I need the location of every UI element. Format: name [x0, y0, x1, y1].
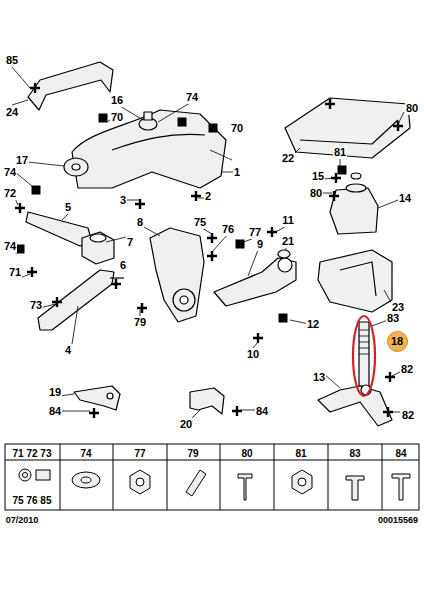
cross-marker	[191, 191, 201, 201]
callout-number: 73	[29, 299, 43, 312]
callout-number: 74	[3, 240, 17, 253]
callout-number: 7	[126, 236, 134, 249]
table-cell: 83	[348, 447, 361, 460]
callout-number: 85	[5, 54, 19, 67]
callout-number: 1	[233, 166, 241, 179]
callout-number: 82	[400, 363, 414, 376]
cross-marker	[27, 267, 37, 277]
callout-number: 20	[179, 418, 193, 431]
square-marker	[338, 166, 347, 175]
table-cell: 81	[294, 447, 307, 460]
callout-number: 79	[133, 316, 147, 329]
callout-number: 11	[281, 214, 295, 227]
cross-marker	[15, 203, 25, 213]
callout-number: 6	[119, 259, 127, 272]
cross-marker	[137, 303, 147, 313]
cross-marker	[393, 121, 403, 131]
callout-number: 9	[256, 238, 264, 251]
table-cell: 80	[240, 447, 253, 460]
table-cell: 74	[79, 447, 92, 460]
callout-number: 74	[185, 91, 199, 104]
table-cell: 75 76 85	[12, 494, 53, 507]
square-marker	[236, 240, 245, 249]
callout-number: 80	[309, 187, 323, 200]
square-marker	[178, 118, 187, 127]
callout-number: 5	[64, 201, 72, 214]
callout-number: 84	[255, 405, 269, 418]
callout-number: 75	[193, 216, 207, 229]
callout-number: 24	[5, 106, 19, 119]
table-cell: 71 72 73	[12, 447, 53, 460]
callout-number: 12	[306, 318, 320, 331]
table-cell: 79	[186, 447, 199, 460]
table-cell: 84	[394, 447, 407, 460]
square-marker	[32, 186, 41, 195]
callout-number: 70	[230, 122, 244, 135]
cross-marker	[207, 233, 217, 243]
cross-marker	[385, 372, 395, 382]
callout-number: 70	[110, 111, 124, 124]
callout-number: 76	[221, 223, 235, 236]
callout-number: 4	[64, 344, 72, 357]
cross-marker	[253, 333, 263, 343]
square-marker	[209, 124, 218, 133]
callout-number: 16	[110, 94, 124, 107]
callout-number: 82	[401, 409, 415, 422]
callout-number: 21	[281, 235, 295, 248]
callout-number: 18	[391, 335, 403, 348]
cross-marker	[267, 227, 277, 237]
callout-number: 80	[405, 102, 419, 115]
callout-number: 19	[48, 386, 62, 399]
callout-number: 72	[3, 187, 17, 200]
table-cell: 77	[133, 447, 146, 460]
callout-number: 84	[48, 405, 62, 418]
square-marker	[279, 314, 288, 323]
cross-marker	[383, 407, 393, 417]
cross-marker	[207, 251, 217, 261]
callout-number: 15	[311, 170, 325, 183]
cross-marker	[232, 406, 242, 416]
cross-marker	[30, 83, 40, 93]
footer-text: 00015569	[377, 514, 419, 527]
callout-number: 81	[333, 146, 347, 159]
callout-number: 83	[386, 312, 400, 325]
callout-number: 10	[246, 348, 260, 361]
highlight-callout: 18	[387, 331, 408, 352]
callout-number: 13	[312, 371, 326, 384]
square-marker	[99, 114, 108, 123]
callout-number: 14	[398, 192, 412, 205]
callout-number: 22	[281, 152, 295, 165]
callout-number: 71	[8, 266, 22, 279]
cross-marker	[329, 191, 339, 201]
cross-marker	[111, 279, 121, 289]
footer-text: 07/2010	[5, 514, 40, 527]
callout-number: 8	[136, 216, 144, 229]
callout-number: 74	[3, 166, 17, 179]
cross-marker	[52, 297, 62, 307]
cross-marker	[325, 99, 335, 109]
cross-marker	[135, 199, 145, 209]
callout-number: 2	[204, 190, 212, 203]
cross-marker	[89, 408, 99, 418]
callout-number: 3	[119, 194, 127, 207]
